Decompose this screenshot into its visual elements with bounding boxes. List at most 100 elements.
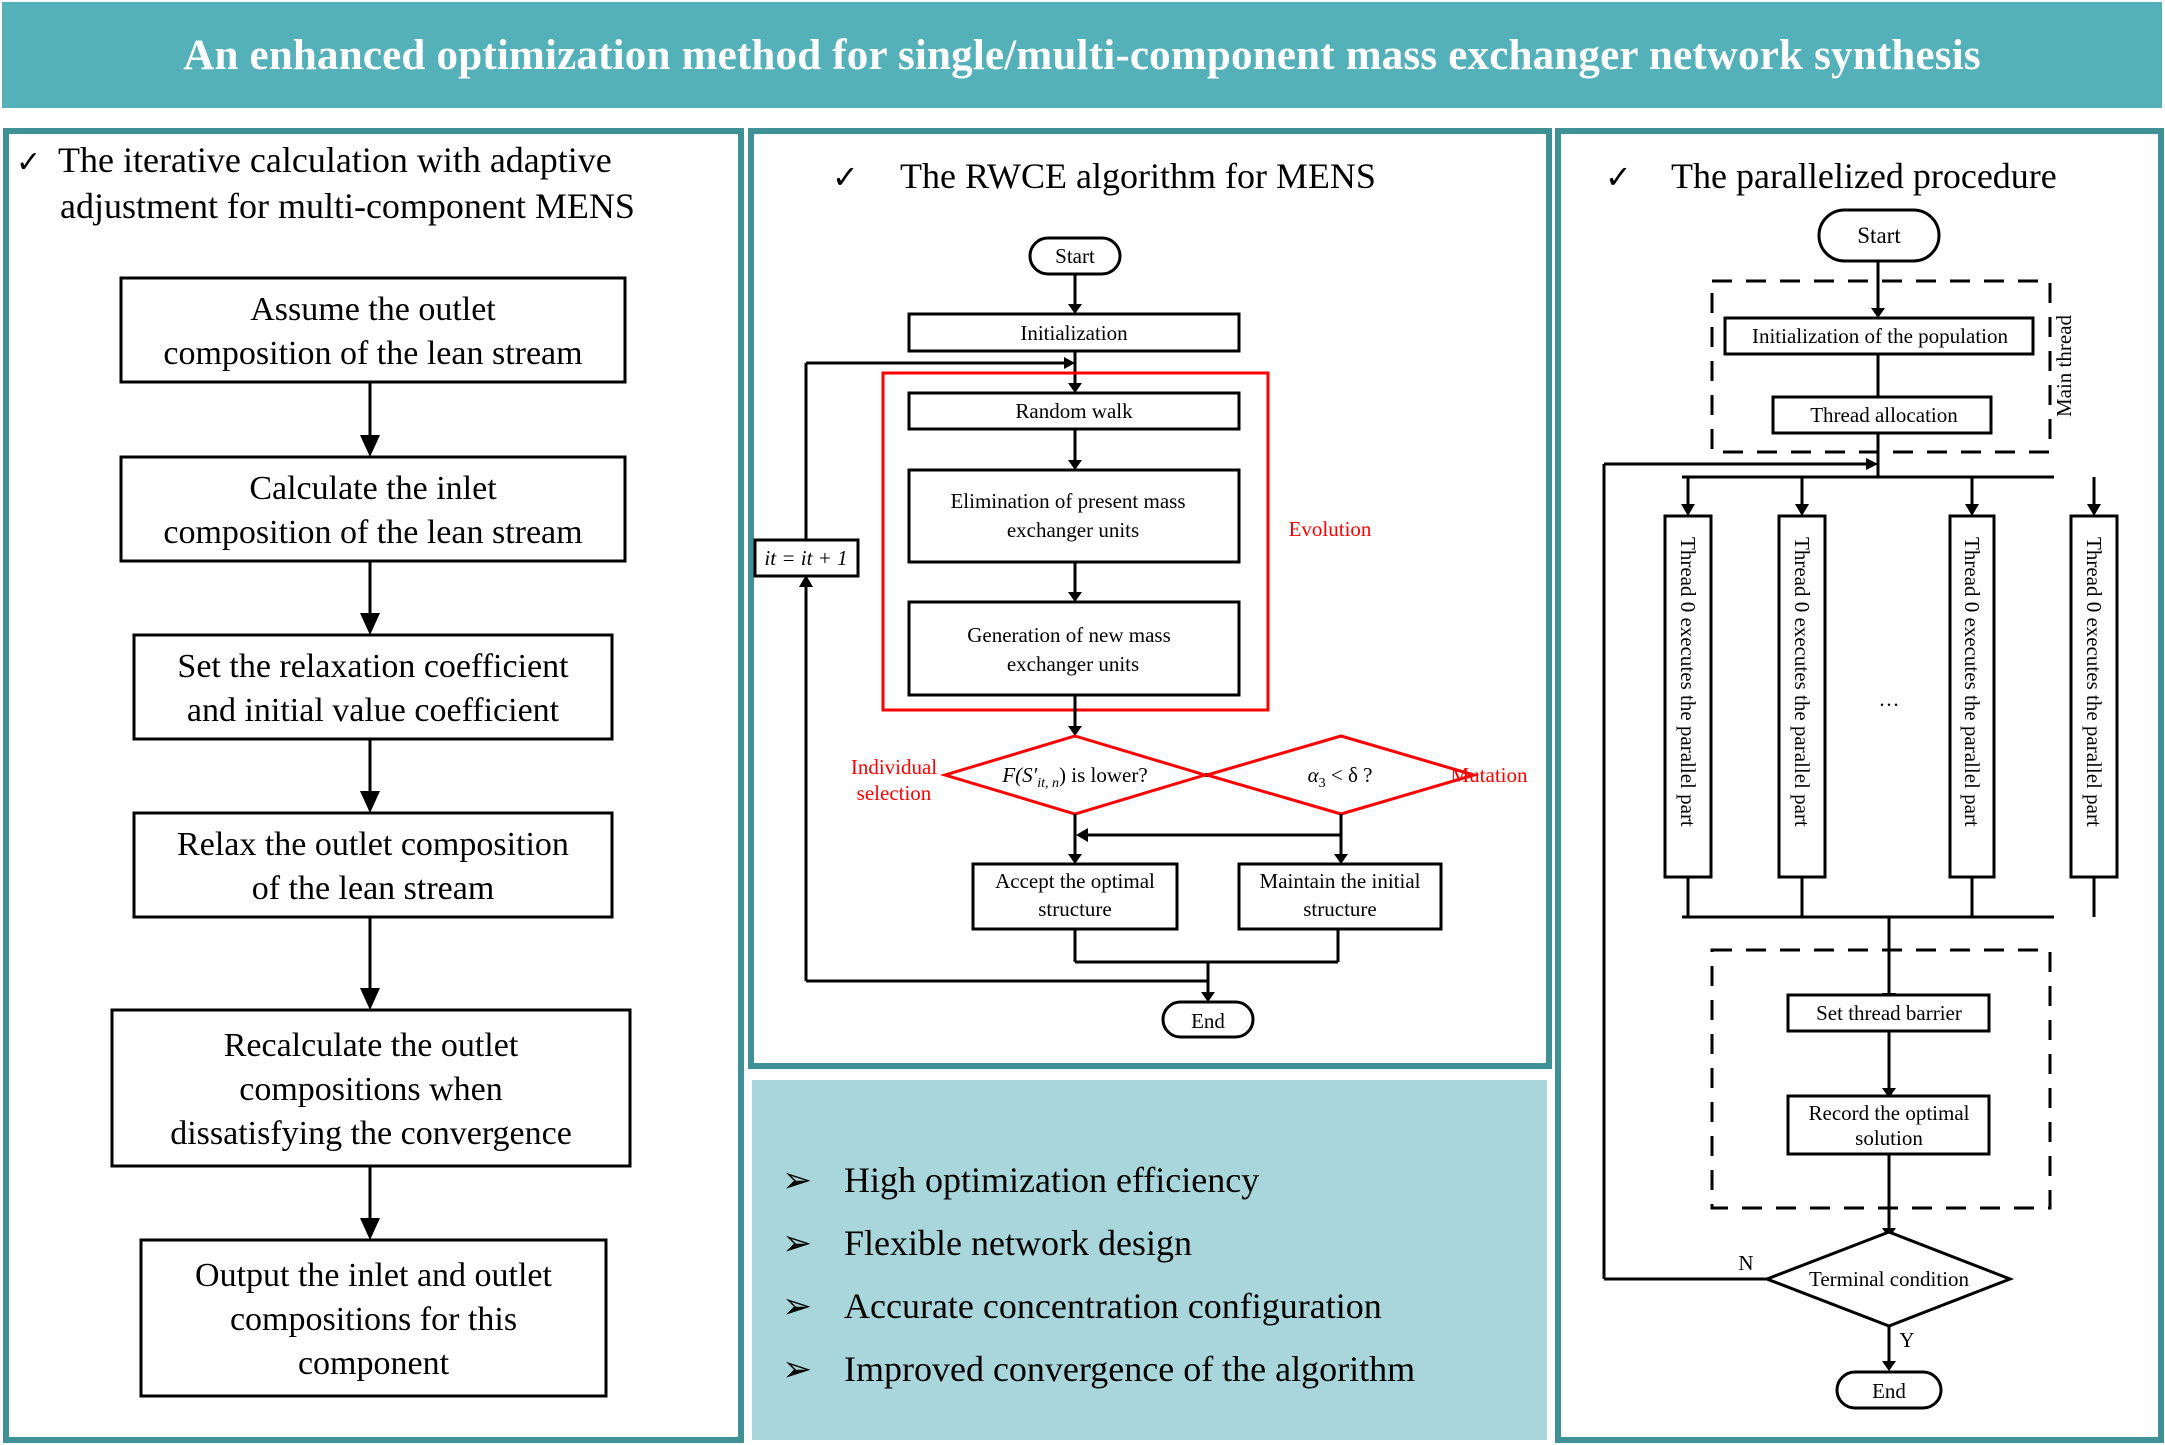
step-box-6 <box>139 1238 608 1398</box>
arrowhead-icon <box>360 791 380 813</box>
step-label: Calculate the inlet <box>249 470 497 507</box>
arrow-bullet-icon: ➢ <box>782 1285 813 1326</box>
init-population-box <box>1723 316 2035 356</box>
benefit-item: ➢Accurate concentration configuration <box>782 1285 1382 1326</box>
random-walk-box <box>907 391 1241 431</box>
thread-label: Thread 0 executes the parallel part <box>1960 537 1984 827</box>
elimination-label-1: Elimination of present mass <box>950 489 1185 513</box>
thread-box-3 <box>1948 514 1996 879</box>
start-label: Start <box>1055 244 1095 268</box>
thread-allocation-box <box>1771 395 1993 435</box>
evolution-label: Evolution <box>1289 517 1372 541</box>
iteration-counter-box <box>753 538 860 578</box>
step-label: Assume the outlet <box>250 291 496 328</box>
thread-barrier-box <box>1786 993 1991 1033</box>
generation-box <box>907 600 1241 697</box>
check-icon: ✓ <box>1605 159 1632 195</box>
start-label: Start <box>1857 223 1901 248</box>
elimination-box <box>907 468 1241 564</box>
arrowhead-icon <box>360 1218 380 1240</box>
step-box-2 <box>119 455 627 563</box>
right-panel-title: ✓The parallelized procedure <box>1605 154 2057 200</box>
end-label: End <box>1191 1009 1225 1033</box>
benefits-list: ➢High optimization efficiency ➢Flexible … <box>782 1148 1415 1400</box>
arrowhead-icon <box>2087 504 2101 516</box>
left-panel-title-line2: adjustment for multi-component MENS <box>60 186 635 226</box>
main-thread-label: Main thread <box>2052 314 2076 417</box>
arrow-bullet-icon: ➢ <box>782 1159 813 1200</box>
individual-selection-label-2: selection <box>857 781 932 805</box>
page-title: An enhanced optimization method for sing… <box>183 31 1981 79</box>
step-box-1 <box>119 276 627 384</box>
maintain-label-1: Maintain the initial <box>1260 869 1421 893</box>
arrow-bullet-icon: ➢ <box>782 1222 813 1263</box>
step-box-3 <box>132 633 614 741</box>
benefit-item: ➢Improved convergence of the algorithm <box>782 1348 1416 1389</box>
accept-label-1: Accept the optimal <box>995 869 1155 893</box>
thread-box-2 <box>1777 514 1827 879</box>
step-label: composition of the lean stream <box>163 514 582 551</box>
end-label: End <box>1872 1379 1906 1403</box>
terminal-condition-label: Terminal condition <box>1809 1267 1970 1291</box>
ellipsis-label: … <box>1879 687 1900 711</box>
iteration-label: it = it + 1 <box>764 546 847 570</box>
thread-label: Thread 0 executes the parallel part <box>1676 537 1700 827</box>
generation-label-1: Generation of new mass <box>967 623 1171 647</box>
step-label: Set the relaxation coefficient <box>177 648 569 685</box>
left-panel-title: ✓The iterative calculation with adaptive <box>16 138 612 185</box>
decision-mutation-label: α3 < δ ? <box>1308 763 1373 791</box>
init-population-label: Initialization of the population <box>1752 324 2009 348</box>
generation-label-2: exchanger units <box>1007 652 1139 676</box>
arrowhead-icon <box>1795 504 1809 516</box>
thread-label: Thread 0 executes the parallel part <box>2082 537 2106 827</box>
individual-selection-label-1: Individual <box>851 755 937 779</box>
elimination-label-2: exchanger units <box>1007 518 1139 542</box>
step-label: dissatisfying the convergence <box>170 1115 572 1152</box>
check-icon: ✓ <box>16 146 42 179</box>
step-box-5 <box>110 1008 632 1168</box>
step-label: component <box>298 1345 450 1382</box>
benefit-item: ➢Flexible network design <box>782 1222 1192 1263</box>
record-solution-label-2: solution <box>1855 1126 1923 1150</box>
end-terminal <box>1835 1370 1943 1410</box>
step-label: Recalculate the outlet <box>224 1027 519 1064</box>
middle-panel-title: ✓The RWCE algorithm for MENS <box>832 154 1376 200</box>
initialization-label: Initialization <box>1020 321 1128 345</box>
arrowhead-icon <box>360 613 380 635</box>
step-label: compositions when <box>239 1071 502 1108</box>
barrier-group <box>1710 948 2052 1210</box>
step-label: composition of the lean stream <box>163 335 582 372</box>
benefits-box: ➢High optimization efficiency ➢Flexible … <box>752 1080 1547 1440</box>
yes-label: Y <box>1899 1328 1914 1352</box>
thread-barrier-label: Set thread barrier <box>1816 1001 1962 1025</box>
step-label: Relax the outlet composition <box>177 826 569 863</box>
check-icon: ✓ <box>832 159 859 195</box>
random-walk-label: Random walk <box>1015 399 1133 423</box>
main-thread-group <box>1710 279 2052 454</box>
step-label: and initial value coefficient <box>187 692 560 729</box>
initialization-box <box>907 312 1241 353</box>
arrowhead-icon <box>360 988 380 1010</box>
accept-label-2: structure <box>1038 897 1111 921</box>
arrowhead-icon <box>360 435 380 457</box>
maintain-structure-box <box>1237 862 1443 931</box>
thread-label: Thread 0 executes the parallel part <box>1790 537 1814 827</box>
step-box-4 <box>132 811 614 919</box>
thread-allocation-label: Thread allocation <box>1810 403 1958 427</box>
end-terminal <box>1161 1000 1255 1039</box>
mutation-label: Mutation <box>1451 763 1528 787</box>
maintain-label-2: structure <box>1303 897 1376 921</box>
no-label: N <box>1738 1251 1753 1275</box>
title-banner: An enhanced optimization method for sing… <box>2 2 2162 108</box>
arrowhead-icon <box>1681 504 1695 516</box>
arrow-bullet-icon: ➢ <box>782 1348 813 1389</box>
arrowhead-icon <box>1965 504 1979 516</box>
benefit-item: ➢High optimization efficiency <box>782 1159 1260 1200</box>
decision-fitness-label: F(S′it, n) is lower? <box>1001 763 1147 791</box>
step-label: of the lean stream <box>252 870 495 907</box>
step-label: Output the inlet and outlet <box>195 1257 552 1294</box>
step-label: compositions for this <box>230 1301 517 1338</box>
